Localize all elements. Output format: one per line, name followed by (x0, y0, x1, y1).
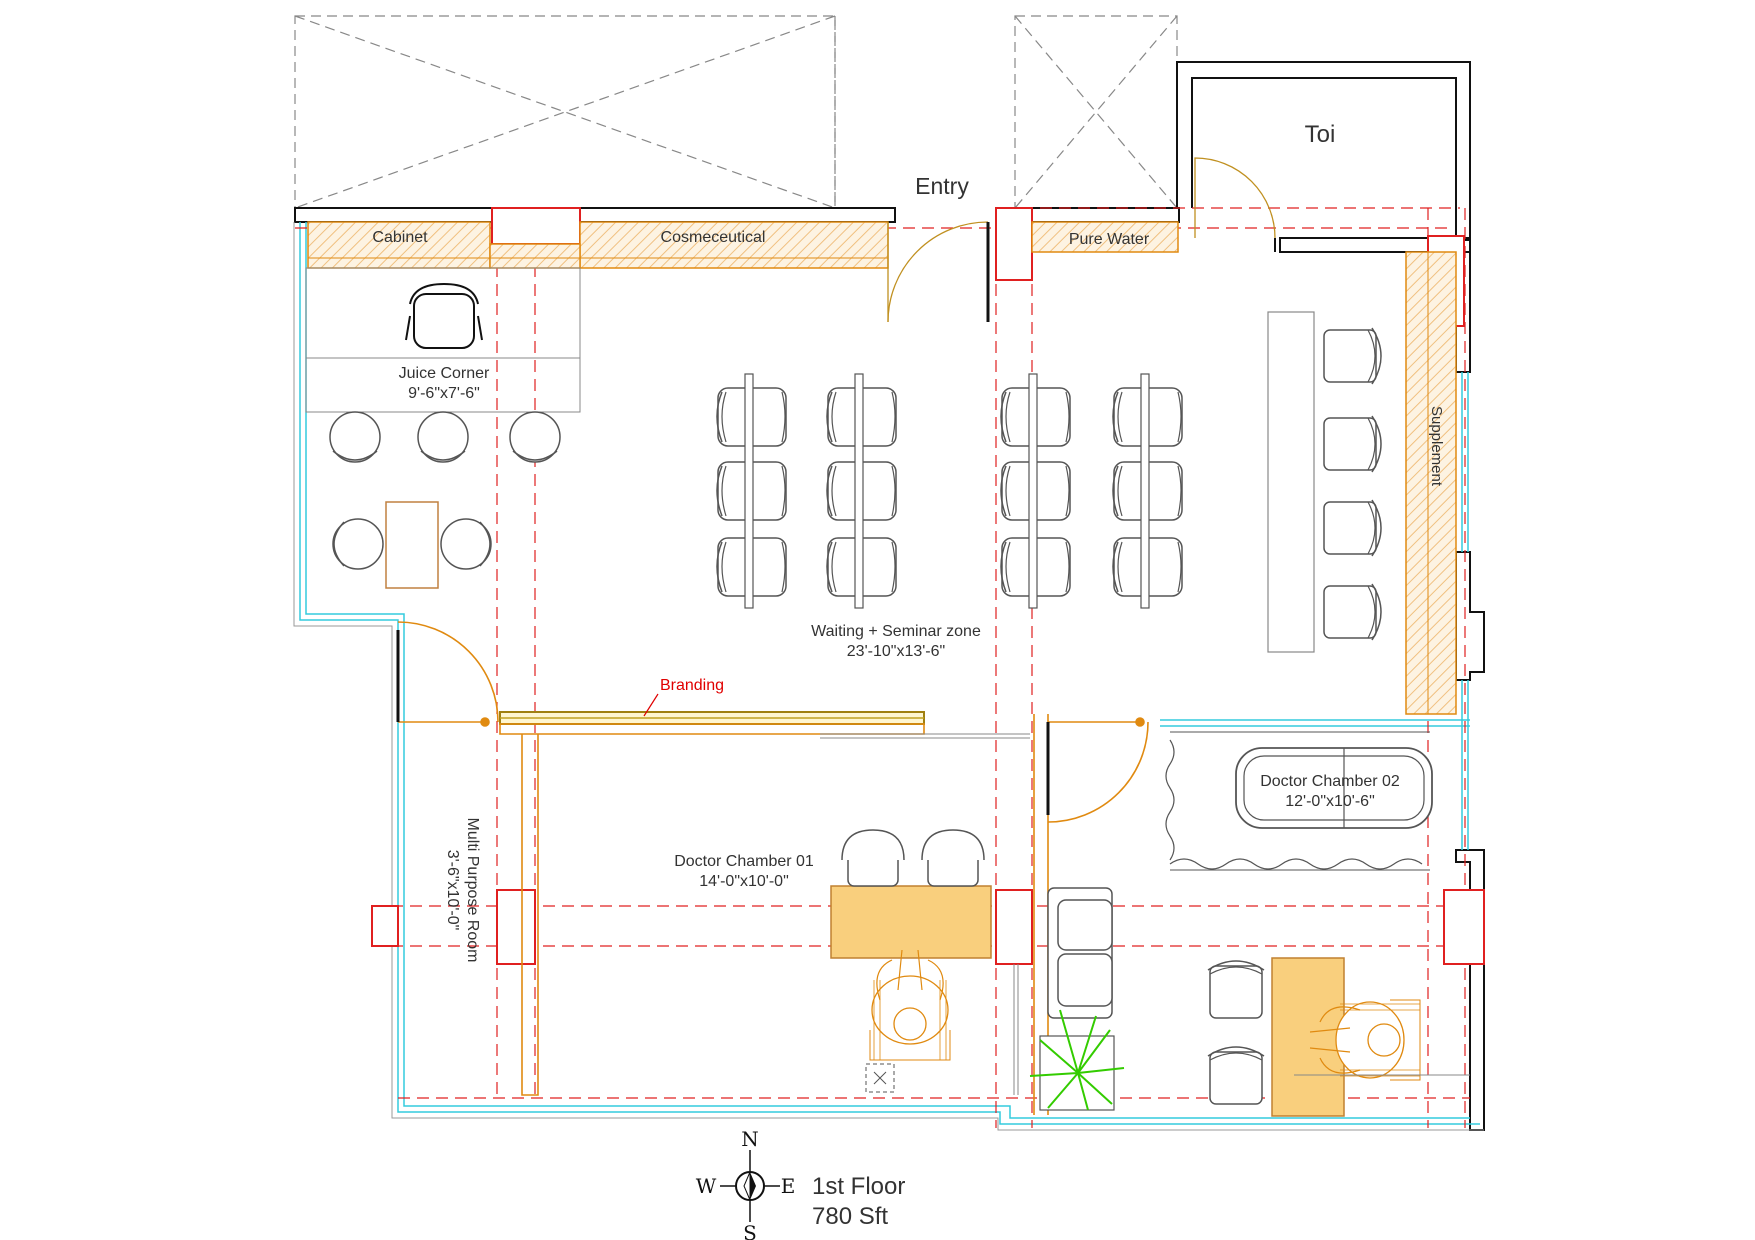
entry-label: Entry (915, 173, 969, 199)
doctor-chamber-01-furniture (830, 829, 992, 1093)
waiting-chairs (716, 311, 1382, 653)
waiting-zone-name: Waiting + Seminar zone (811, 623, 981, 640)
doctor-chamber-02-size: 12'-0"x10'-6" (1285, 793, 1375, 810)
sofa (1047, 887, 1113, 1019)
compass-south: S (743, 1221, 757, 1240)
doctor-chamber-01-name: Doctor Chamber 01 (674, 853, 814, 870)
cosmeceutical-label: Cosmeceutical (661, 229, 766, 246)
floor-title-block: 1st Floor 780 Sft (812, 1173, 905, 1230)
juice-corner-furniture (329, 282, 561, 589)
branding-label: Branding (660, 677, 724, 694)
multi-purpose-name: Multi Purpose Room (464, 818, 481, 963)
floor-area: 780 Sft (812, 1203, 888, 1230)
swing-doors (396, 621, 1149, 823)
room-labels: Entry Toi Cabinet Cosmeceutical Pure Wat… (372, 121, 1445, 962)
joinery (307, 221, 1457, 725)
compass-west: W (696, 1174, 717, 1198)
glass-walls (299, 222, 1480, 1125)
plant (1029, 1009, 1125, 1111)
compass: N S W E (696, 1127, 796, 1240)
doctor-chamber-02-furniture (1165, 731, 1470, 1117)
waiting-zone-size: 23'-10"x13'-6" (847, 643, 945, 660)
outer-dashed-zones (294, 15, 1178, 209)
multi-purpose-size: 3'-6"x10'-0" (444, 850, 461, 931)
floor-title: 1st Floor (812, 1173, 905, 1200)
outer-grey-perimeter (293, 222, 1484, 1131)
compass-north: N (741, 1127, 759, 1151)
doctor-chamber-02-name: Doctor Chamber 02 (1260, 773, 1400, 790)
doors (887, 157, 1276, 323)
cabinet-label: Cabinet (372, 229, 428, 246)
supplement-label: Supplement (1428, 406, 1445, 487)
compass-icon (720, 1150, 780, 1222)
toilet-label: Toi (1305, 121, 1336, 148)
branding-leader (643, 693, 659, 717)
juice-corner-size: 9'-6"x7'-6" (408, 385, 480, 402)
compass-east: E (781, 1174, 796, 1198)
doctor-chamber-01-size: 14'-0"x10'-0" (699, 873, 789, 890)
juice-corner-name: Juice Corner (399, 365, 490, 382)
pure-water-label: Pure Water (1069, 231, 1150, 248)
